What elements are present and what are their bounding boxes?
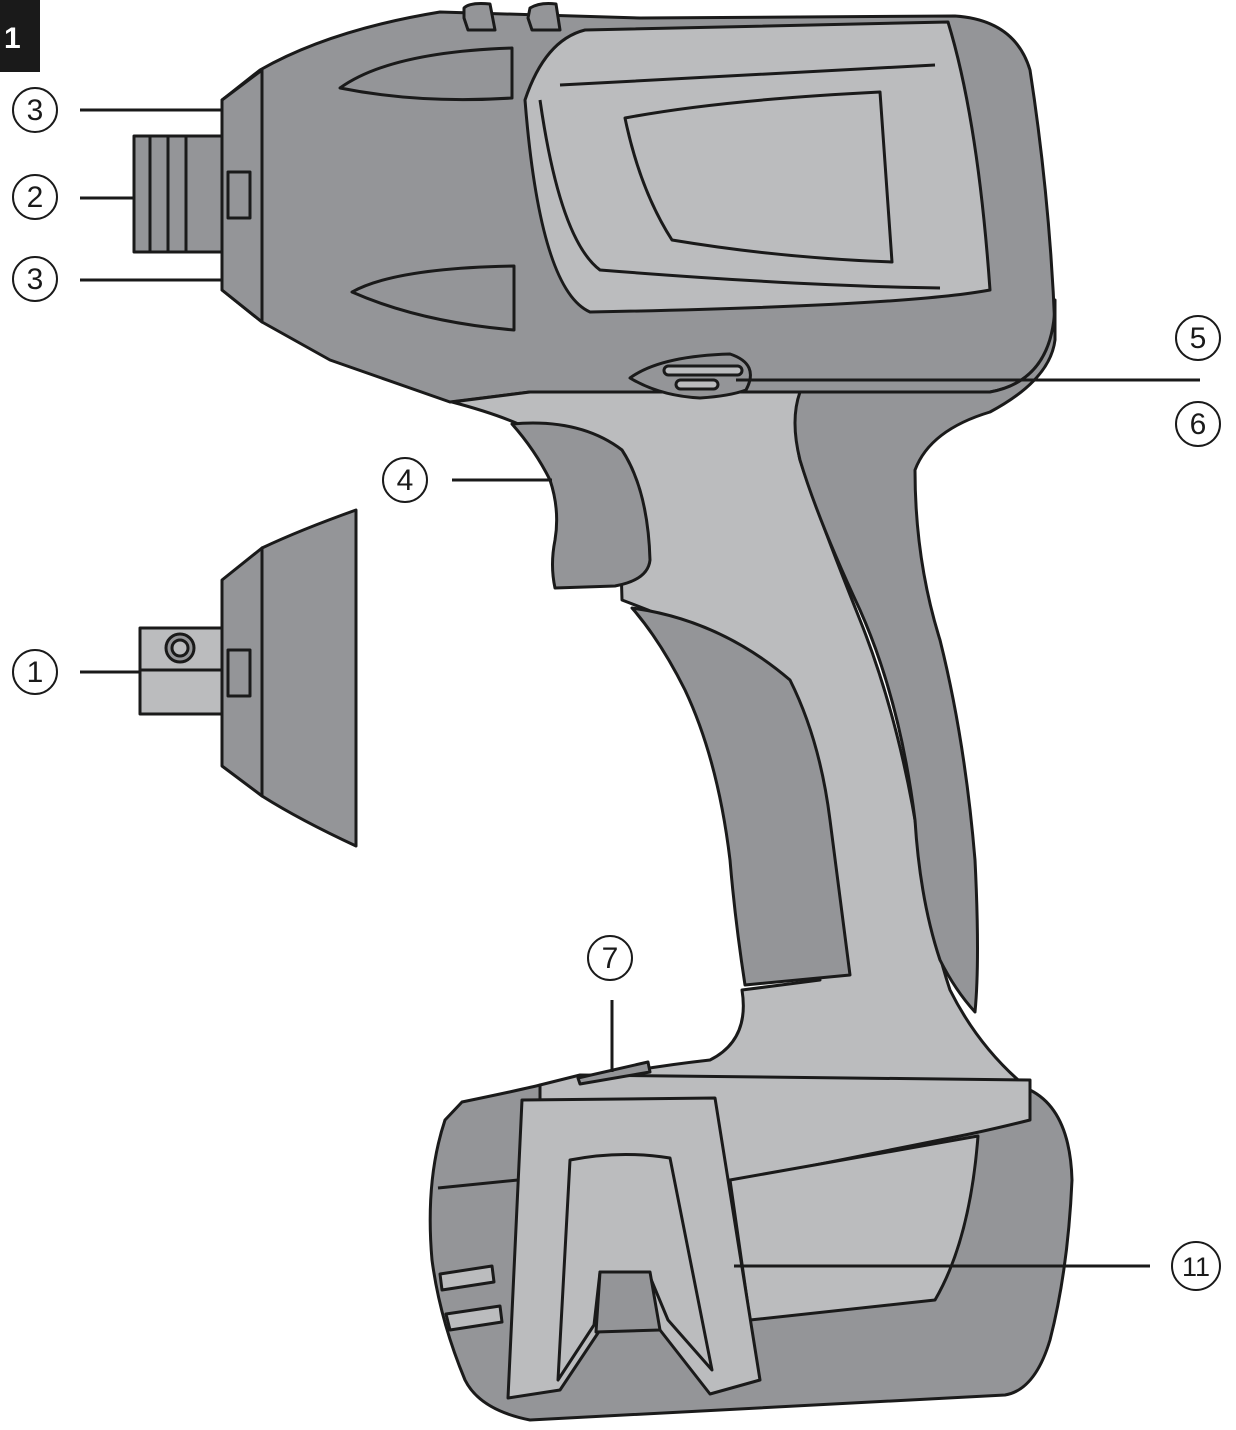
battery-vent-2 bbox=[444, 1304, 504, 1332]
callout-6: 6 bbox=[1175, 401, 1221, 447]
front-grip-rubber bbox=[630, 606, 852, 987]
battery-seam bbox=[437, 1178, 519, 1190]
top-ridge-2 bbox=[526, 2, 562, 32]
callout-2: 2 bbox=[12, 174, 58, 220]
back-grip-rubber bbox=[793, 298, 1057, 1014]
lower-ellipse-vent bbox=[350, 264, 516, 332]
callout-5: 5 bbox=[1175, 315, 1221, 361]
callout-3-upper-label: 3 bbox=[27, 94, 44, 127]
callout-2-label: 2 bbox=[27, 181, 44, 214]
callout-1: 1 bbox=[12, 649, 58, 695]
figure-number-tab: 1 bbox=[0, 0, 40, 72]
callout-11-label: 11 bbox=[1182, 1252, 1210, 1282]
callout-7: 7 bbox=[587, 935, 633, 981]
top-ridge-1 bbox=[462, 2, 497, 32]
belt-hook-hole bbox=[594, 1270, 662, 1334]
callout-4-label: 4 bbox=[397, 464, 414, 497]
panel-window bbox=[623, 90, 894, 264]
callout-5-label: 5 bbox=[1190, 322, 1207, 355]
callout-1-label: 1 bbox=[27, 656, 44, 689]
callout-6-label: 6 bbox=[1190, 408, 1207, 441]
battery-vent-1 bbox=[438, 1264, 496, 1292]
battery-side-panel bbox=[728, 1134, 980, 1322]
callout-4: 4 bbox=[382, 457, 428, 503]
square-drive-variant bbox=[138, 508, 358, 848]
side-panel-inner bbox=[538, 63, 941, 290]
callout-3-lower-label: 3 bbox=[27, 263, 44, 296]
callouts bbox=[80, 108, 1200, 1268]
tool-body bbox=[132, 2, 1074, 1422]
callout-3-lower: 3 bbox=[12, 256, 58, 302]
callout-7-label: 7 bbox=[602, 942, 619, 975]
callout-3-upper: 3 bbox=[12, 87, 58, 133]
callout-bubbles: 3 2 3 1 4 5 6 7 bbox=[12, 87, 1221, 1291]
upper-ellipse-vent bbox=[338, 46, 514, 102]
battery-release-button[interactable] bbox=[576, 1060, 652, 1086]
figure-number: 1 bbox=[4, 22, 21, 55]
chuck-hex-socket bbox=[132, 134, 252, 254]
callout-11: 11 bbox=[1171, 1241, 1221, 1291]
switch-slot-lower bbox=[674, 378, 720, 391]
switch-slot-upper bbox=[662, 364, 744, 377]
